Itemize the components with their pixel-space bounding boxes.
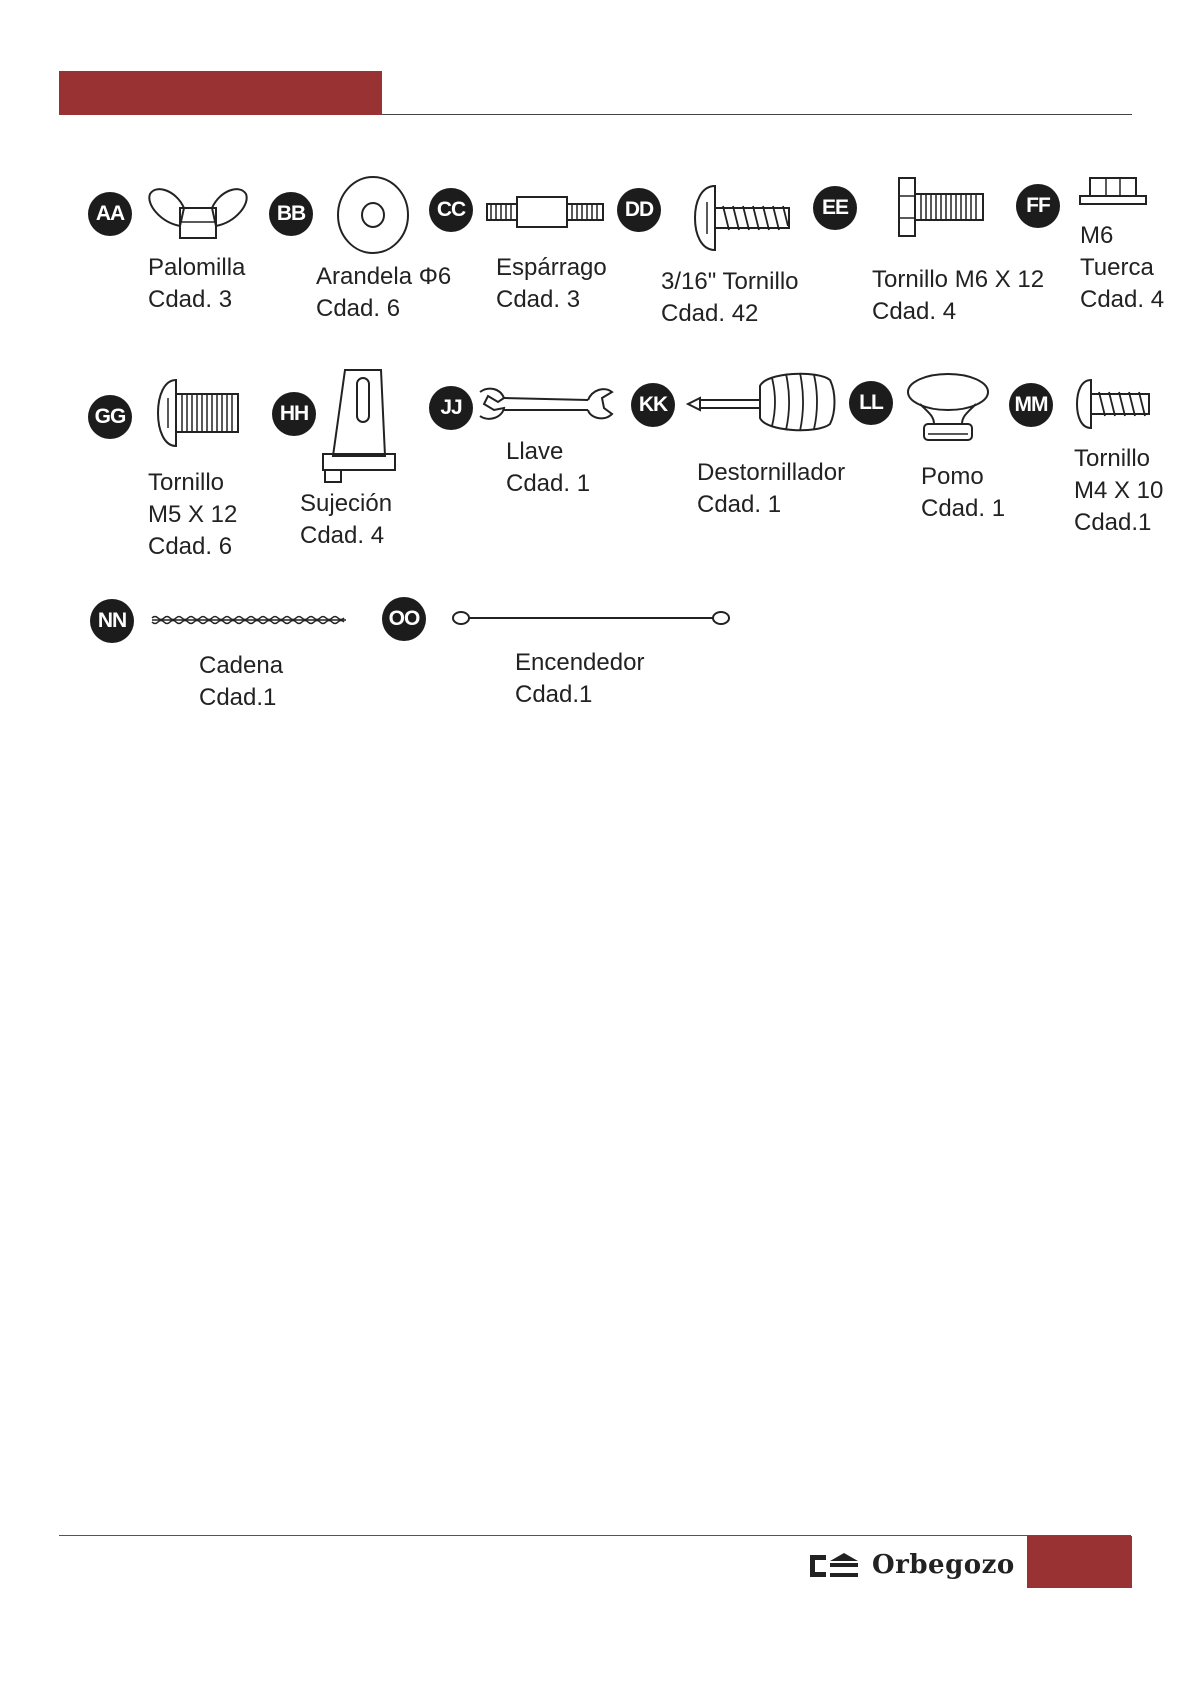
part-name: Tornillo M6 X 12 <box>872 266 1045 293</box>
knob-icon <box>906 372 990 450</box>
part-quantity: Cdad. 4 <box>300 522 385 549</box>
part-badge: NN <box>90 599 134 643</box>
part-name-line2: Tuerca <box>1080 254 1154 281</box>
part-badge: HH <box>272 392 316 436</box>
part-quantity: Cdad.1 <box>199 684 277 711</box>
hex-nut-icon <box>1078 176 1148 206</box>
part-quantity: Cdad. 6 <box>148 533 233 560</box>
machine-screw-icon <box>156 378 242 448</box>
part-badge: OO <box>382 597 426 641</box>
part-name: Arandela Φ6 <box>316 263 452 290</box>
part-name: Cadena <box>199 652 284 679</box>
orbegozo-logo-icon <box>810 1553 858 1577</box>
part-quantity: Cdad. 42 <box>661 300 759 327</box>
part-badge: KK <box>631 383 675 427</box>
part-name: Encendedor <box>515 649 645 676</box>
part-badge: AA <box>88 192 132 236</box>
part-badge: LL <box>849 381 893 425</box>
part-badge: MM <box>1009 383 1053 427</box>
header-rule <box>382 114 1132 115</box>
brand-wordmark: Orbegozo <box>872 1550 1015 1580</box>
part-badge: CC <box>429 188 473 232</box>
part-quantity: Cdad.1 <box>1074 509 1152 536</box>
hex-bolt-icon <box>899 176 987 238</box>
igniter-rod-icon <box>451 608 731 628</box>
part-quantity: Cdad. 4 <box>872 298 957 325</box>
part-name: Espárrago <box>496 254 607 281</box>
stud-icon <box>487 194 605 230</box>
part-badge: BB <box>269 192 313 236</box>
footer-brand: Orbegozo <box>810 1547 1015 1583</box>
part-quantity: Cdad. 1 <box>921 495 1006 522</box>
header-accent-bar <box>59 71 382 115</box>
part-badge: FF <box>1016 184 1060 228</box>
wing-nut-icon <box>146 182 250 244</box>
tapping-screw-icon <box>693 182 793 254</box>
part-name: 3/16" Tornillo <box>661 268 799 295</box>
part-name: Destornillador <box>697 459 846 486</box>
part-name: Tornillo <box>148 469 225 496</box>
part-name: Pomo <box>921 463 984 490</box>
part-quantity: Cdad. 3 <box>148 286 233 313</box>
part-badge: GG <box>88 395 132 439</box>
footer-rule <box>59 1535 1131 1536</box>
part-badge: JJ <box>429 386 473 430</box>
part-name: Sujeción <box>300 490 393 517</box>
part-name-line2: M5 X 12 <box>148 501 238 528</box>
part-name: Tornillo <box>1074 445 1151 472</box>
wrench-icon <box>478 384 614 426</box>
washer-icon <box>336 175 410 255</box>
chain-icon <box>150 613 348 627</box>
part-name: Palomilla <box>148 254 246 281</box>
part-quantity: Cdad. 1 <box>506 470 591 497</box>
small-screw-icon <box>1075 378 1151 430</box>
part-quantity: Cdad. 6 <box>316 295 401 322</box>
footer-accent-bar <box>1027 1536 1132 1588</box>
part-quantity: Cdad. 4 <box>1080 286 1165 313</box>
part-quantity: Cdad. 3 <box>496 286 581 313</box>
part-badge: EE <box>813 186 857 230</box>
part-badge: DD <box>617 188 661 232</box>
part-name: M6 <box>1080 222 1114 249</box>
part-quantity: Cdad.1 <box>515 681 593 708</box>
part-name-line2: M4 X 10 <box>1074 477 1164 504</box>
part-name: Llave <box>506 438 564 465</box>
part-quantity: Cdad. 1 <box>697 491 782 518</box>
bracket-icon <box>323 366 399 486</box>
screwdriver-icon <box>686 368 836 436</box>
